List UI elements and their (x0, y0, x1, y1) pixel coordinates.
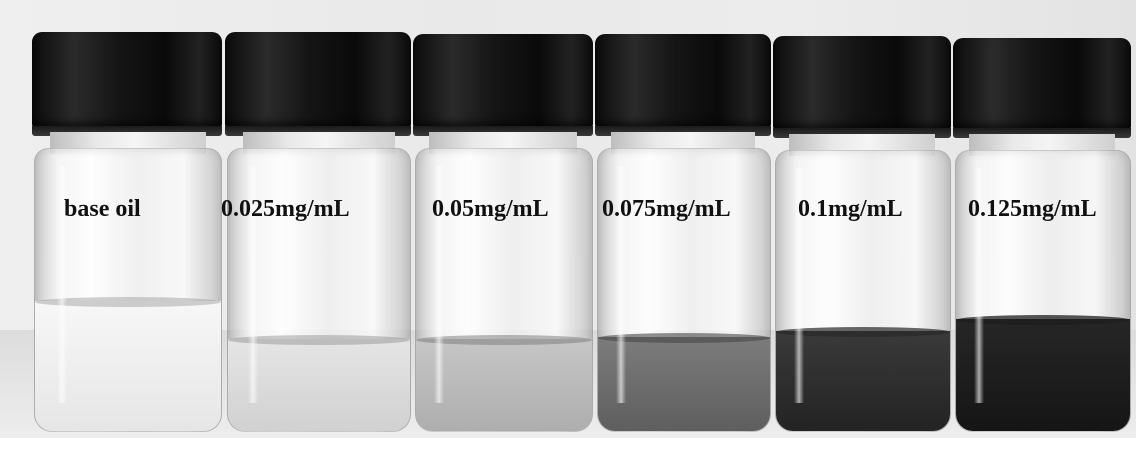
vial-0-125 (953, 38, 1135, 432)
vial-label: 0.1mg/mL (798, 196, 903, 222)
vial-cap (32, 32, 222, 136)
vial-glass (227, 148, 411, 432)
vial-liquid (228, 339, 410, 431)
vial-cap (595, 34, 771, 136)
vial-glass (775, 150, 951, 432)
vial-glass (955, 150, 1131, 432)
vial-label: 0.025mg/mL (221, 196, 350, 222)
vial-cap (773, 36, 951, 138)
bottom-margin (0, 438, 1136, 463)
vial-glass (34, 148, 222, 432)
vial-label: 0.075mg/mL (602, 196, 731, 222)
vial-0-025 (225, 32, 415, 432)
vial-label: base oil (64, 196, 141, 222)
vial-liquid (416, 339, 592, 431)
vial-liquid (598, 337, 770, 431)
vial-label: 0.125mg/mL (968, 196, 1097, 222)
vial-base-oil (32, 32, 224, 432)
vial-glass (597, 148, 771, 432)
vial-0-1 (773, 36, 955, 432)
vial-glass (415, 148, 593, 432)
vial-cap (413, 34, 593, 136)
vial-cap (225, 32, 411, 136)
vial-0-075 (595, 34, 775, 432)
vial-liquid (776, 331, 950, 431)
vial-0-05 (413, 34, 597, 432)
vial-cap (953, 38, 1131, 138)
vial-label: 0.05mg/mL (432, 196, 549, 222)
vial-liquid (956, 319, 1130, 431)
